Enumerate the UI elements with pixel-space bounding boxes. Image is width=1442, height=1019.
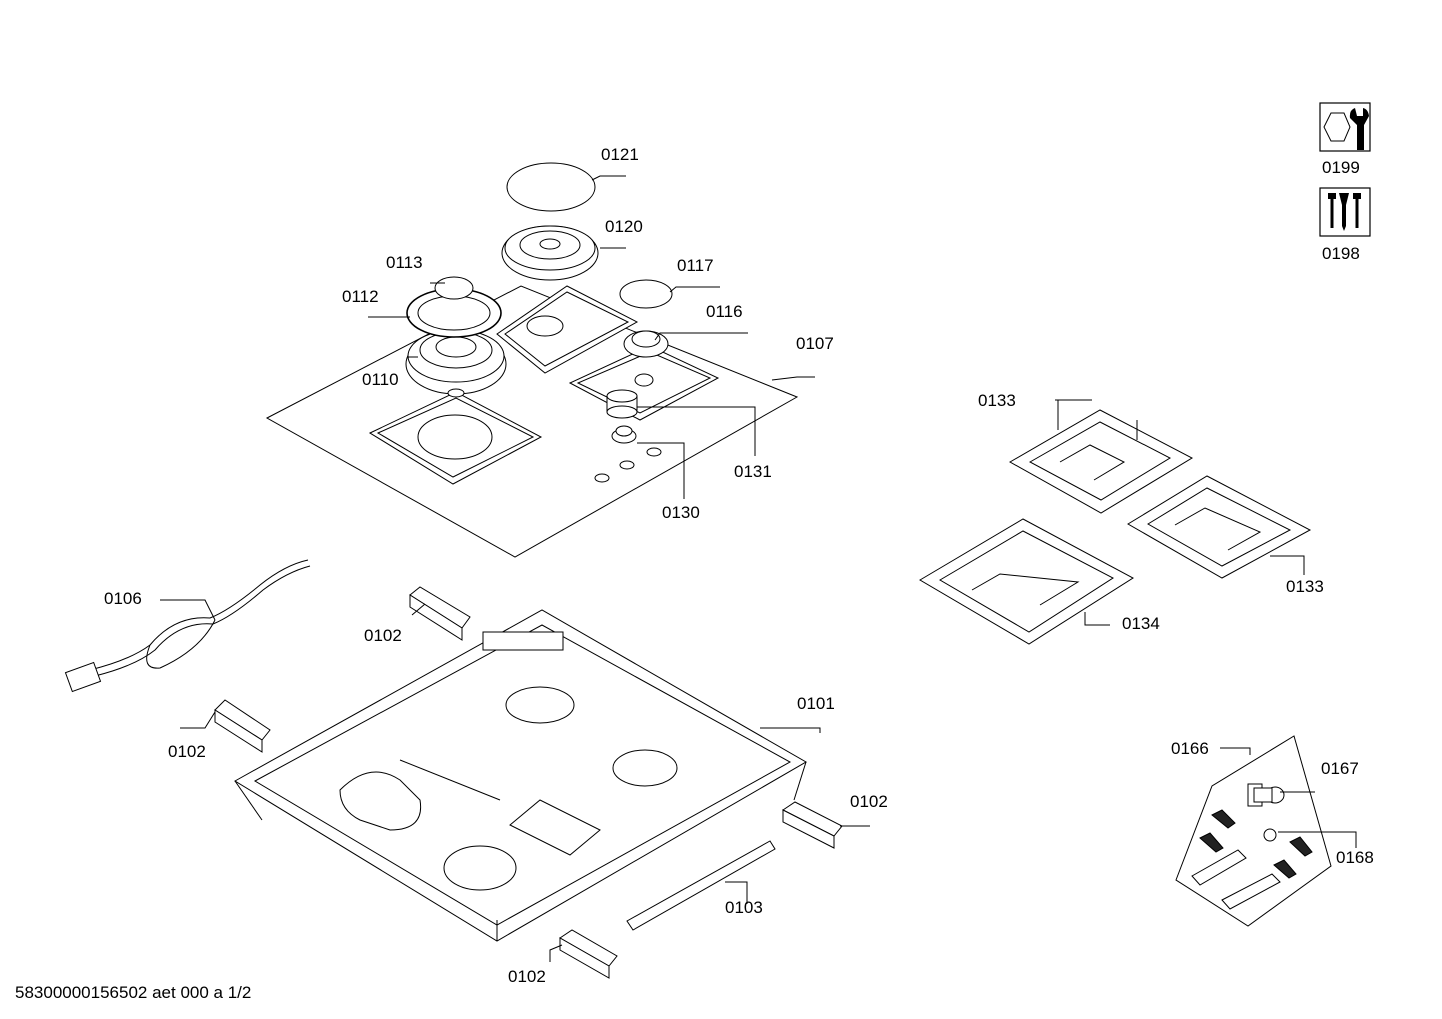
label-0110: 0110 [362,370,399,389]
label-0112: 0112 [342,287,379,306]
screws-icon [1319,187,1371,237]
conversion-kit [1175,735,1332,927]
valve-knob [611,425,637,444]
label-0120: 0120 [605,217,643,236]
pan-support-front [919,518,1134,645]
label-0199: 0199 [1322,158,1360,177]
label-0107: 0107 [796,334,834,353]
bracket-clip-1 [409,586,471,641]
hob-top-plate [265,285,799,558]
bracket-clip-3 [782,801,843,849]
label-0102-right: 0102 [850,792,888,811]
label-0103: 0103 [725,898,763,917]
label-0101: 0101 [797,694,835,713]
knob-cap [606,389,638,419]
label-0166: 0166 [1171,739,1209,758]
document-footer: 58300000156502 aet 000 a 1/2 [15,983,251,1002]
label-0102-left: 0102 [168,742,206,761]
label-0167: 0167 [1321,759,1359,778]
bracket-clip-4 [559,929,618,979]
label-0133-right: 0133 [1286,577,1324,596]
wok-burner-cap [434,276,474,300]
label-0106: 0106 [104,589,142,608]
seal-strip [626,840,776,931]
label-0117: 0117 [677,256,714,275]
small-burner [623,330,669,358]
label-0168: 0168 [1336,848,1374,867]
label-0102-top: 0102 [364,626,402,645]
sealing-washer [1263,828,1277,842]
label-0134: 0134 [1122,614,1160,633]
wrench-nut-icon [1319,102,1371,152]
label-0133-top: 0133 [978,391,1016,410]
mains-cable [64,559,311,693]
large-burner-cap [506,162,596,212]
large-burner [501,225,599,281]
label-0121: 0121 [601,145,639,164]
label-0130: 0130 [662,503,700,522]
wok-burner-ring [406,288,502,338]
label-0113: 0113 [386,253,423,272]
injector-elbow [1247,783,1285,807]
bottom-tray [234,609,807,942]
pan-support-right [1127,475,1312,579]
pan-support-left [1008,400,1194,514]
small-burner-cap [619,279,673,309]
bracket-clip-2 [214,699,271,753]
label-0102-bottom: 0102 [508,967,546,986]
label-0198: 0198 [1322,244,1360,263]
leader-lines [160,175,1357,962]
label-0116: 0116 [706,302,743,321]
label-0131: 0131 [734,462,772,481]
